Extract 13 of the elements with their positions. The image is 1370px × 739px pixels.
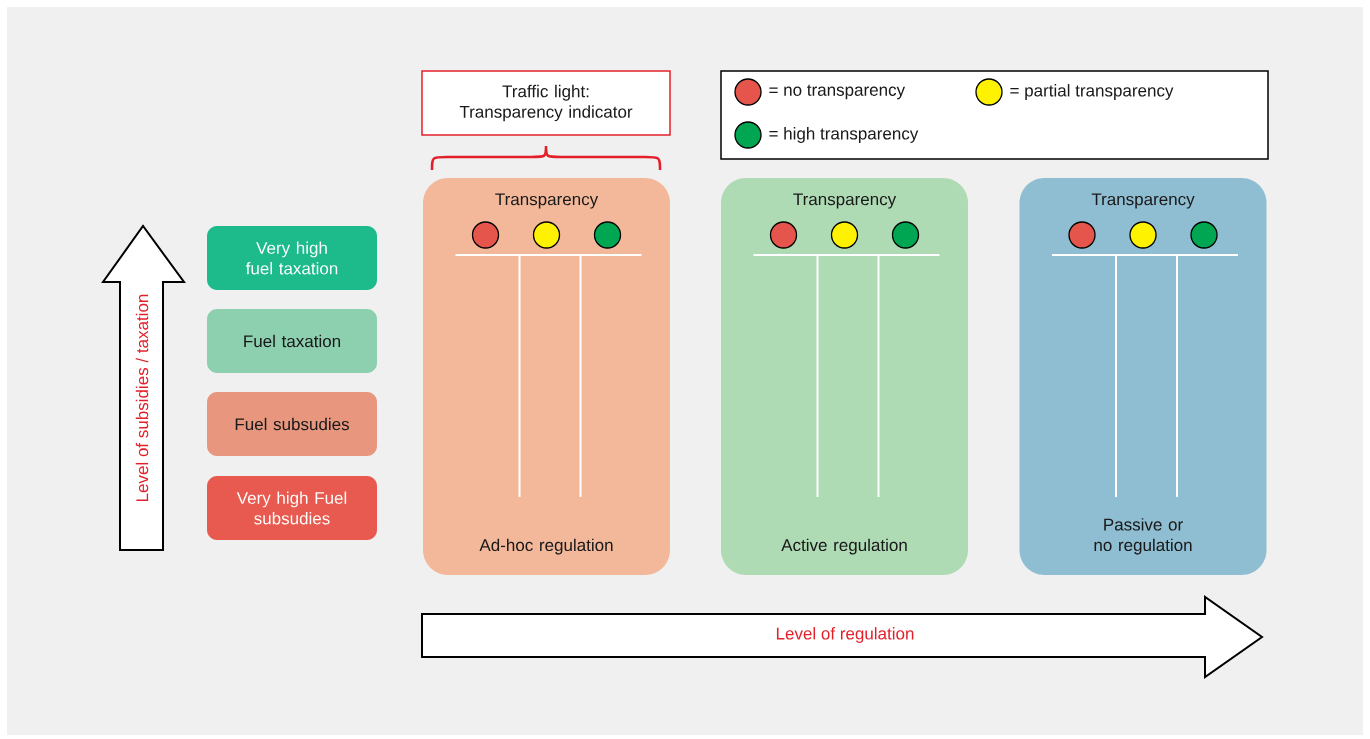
regulation-panel: Transparency Active regulation [721,178,968,575]
indicator-box: Traffic light: Transparency indicator [421,70,671,136]
axis-label: Level of regulation [776,627,914,643]
legend-text: = no transparency [769,84,906,100]
legend-text: = high transparency [769,127,919,143]
category-box: Very high Fuel subsudies [207,476,377,540]
axis-label: Level of subsidies / taxation [135,294,149,502]
category-box: Very high fuel taxation [207,226,377,290]
legend-text: = partial transparency [1010,84,1174,100]
regulation-panel: Transparency Passive or no regulation [1019,178,1267,575]
regulation-panel: Transparency Ad-hoc regulation [423,178,670,575]
category-box: Fuel taxation [207,309,377,373]
category-box: Fuel subsudies [207,392,377,456]
